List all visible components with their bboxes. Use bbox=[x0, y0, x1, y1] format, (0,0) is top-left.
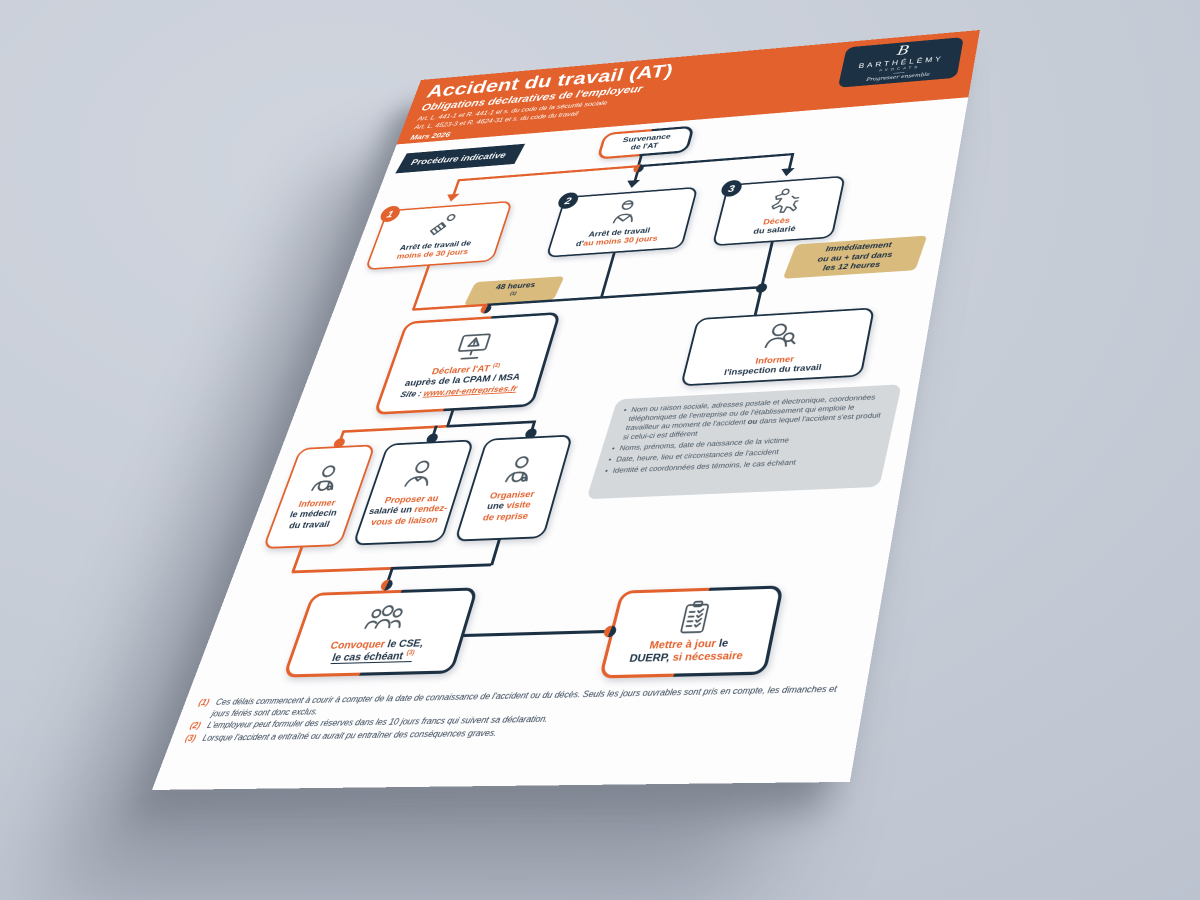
connector-line bbox=[291, 566, 393, 574]
connector-line bbox=[599, 252, 616, 299]
label-12-hours: Immédiatement ou au + tard dans les 12 h… bbox=[782, 235, 928, 279]
junction-dot bbox=[754, 282, 768, 293]
node-case-3: 3 Décès du salarié bbox=[711, 175, 846, 247]
duerp-text-2: le bbox=[714, 637, 730, 650]
duerp-text-3: DUERP, bbox=[628, 652, 671, 666]
arm-sling-icon bbox=[604, 197, 646, 228]
arrowhead bbox=[625, 179, 641, 189]
case-2-number-badge: 2 bbox=[556, 191, 581, 210]
node-case-2: 2 Arrêt de travail d'au moins 30 jours bbox=[545, 186, 699, 258]
reprise-text-4: de reprise bbox=[481, 510, 530, 523]
inspector-magnifier-icon bbox=[756, 318, 804, 355]
doctor-icon bbox=[301, 462, 350, 498]
connector-line bbox=[411, 265, 430, 311]
cse-text-orange: Convoquer bbox=[328, 638, 387, 652]
monitor-warning-icon bbox=[449, 329, 498, 365]
node-case-1: 1 Arrêt de travail de moins de 30 jours bbox=[364, 200, 513, 271]
connector-line bbox=[457, 165, 640, 182]
node-declare-at: Déclarer l'AT (2) auprès de la CPAM / MS… bbox=[373, 311, 562, 415]
arrowhead bbox=[779, 167, 795, 177]
injured-arm-icon bbox=[421, 211, 463, 241]
arrowhead bbox=[444, 193, 460, 203]
connector-line bbox=[391, 563, 492, 570]
cse-text-line2: le cas échéant (3) bbox=[330, 650, 416, 665]
checklist-icon bbox=[671, 598, 719, 637]
group-icon bbox=[359, 600, 412, 638]
liaison-text-3: rendez- bbox=[412, 503, 449, 515]
connector-line bbox=[412, 303, 488, 311]
connector-line bbox=[752, 242, 774, 317]
node-visite-reprise: Organiser une visite de reprise bbox=[454, 434, 574, 542]
connector-line bbox=[463, 629, 609, 638]
case-1-number-badge: 1 bbox=[378, 205, 403, 223]
document-page: Accident du travail (AT) Obligations déc… bbox=[151, 29, 980, 790]
info-requirements-box: • Nom ou raison sociale, adresses postal… bbox=[586, 384, 902, 500]
cse-text-navy: le CSE, bbox=[382, 637, 426, 650]
doctor-icon bbox=[495, 452, 543, 489]
flowchart: Survenance de l'AT 1 Arrêt de travail de… bbox=[152, 30, 980, 790]
reprise-text-3: visite bbox=[505, 500, 532, 511]
connector-line bbox=[446, 420, 535, 428]
connector-line bbox=[290, 547, 303, 573]
connector-line bbox=[638, 153, 793, 168]
junction-dot bbox=[379, 578, 394, 591]
liaison-text-2: salarié un bbox=[367, 505, 416, 517]
node-inform-inspection: Informer l'inspection du travail bbox=[680, 307, 875, 387]
case-3-number-badge: 3 bbox=[719, 179, 744, 198]
duerp-text-4: si nécessaire bbox=[668, 650, 744, 665]
case-3-text: du salarié bbox=[752, 224, 797, 236]
body-outline-icon bbox=[761, 186, 802, 217]
duerp-text-1: Mettre à jour bbox=[648, 637, 718, 652]
node-update-duerp: Mettre à jour le DUERP, si nécessaire bbox=[598, 585, 784, 679]
node-survenance: Survenance de l'AT bbox=[596, 125, 695, 160]
medecin-text-2: du travail bbox=[287, 518, 332, 530]
connector-line bbox=[489, 539, 501, 566]
person-icon bbox=[395, 457, 444, 494]
node-convoquer-cse: Convoquer le CSE, le cas échéant (3) bbox=[282, 587, 479, 678]
